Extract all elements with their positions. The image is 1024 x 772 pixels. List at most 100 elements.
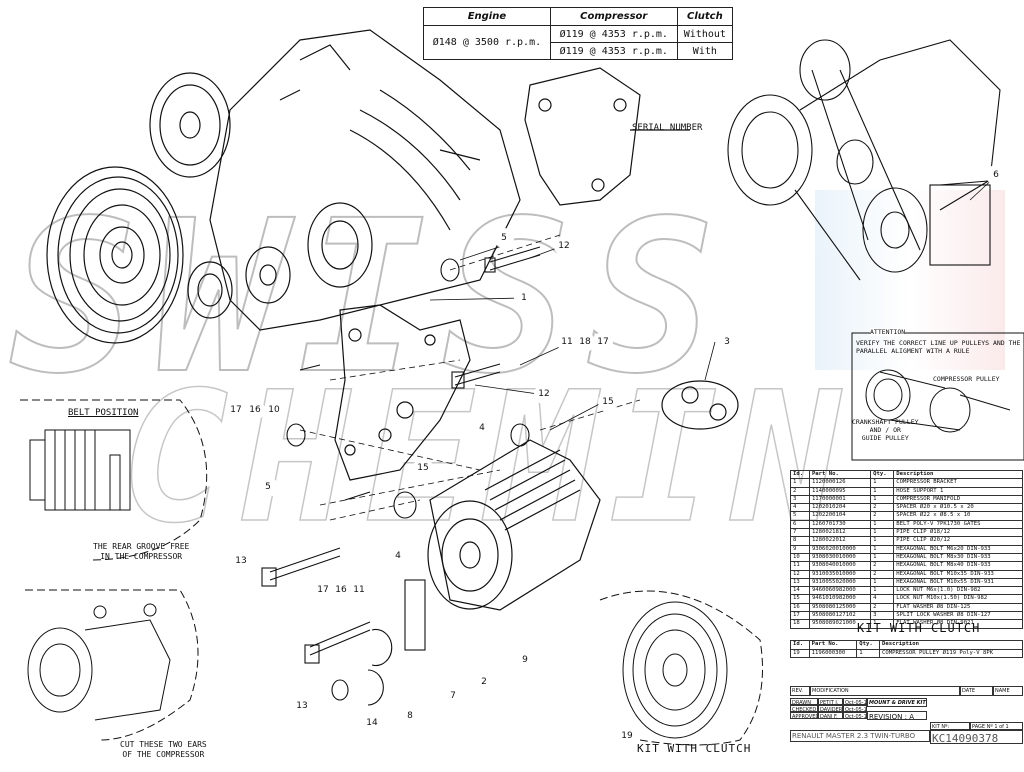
cell-id: 7 xyxy=(790,528,810,538)
engine-assembly xyxy=(149,29,521,331)
col-part-no: Part No. xyxy=(808,469,872,480)
cell-qty: 1 xyxy=(870,486,895,496)
revision-label: REVISION : A xyxy=(867,711,927,720)
header-engine: Engine xyxy=(423,7,551,26)
cell-qty: 1 xyxy=(870,577,895,588)
company-name: MOUNT & DRIVE KITS xyxy=(867,698,927,707)
cell-description: COMPRESSOR BRACKET xyxy=(893,478,1023,488)
col-qty: Qty. xyxy=(870,469,895,480)
attention-text: VERIFY THE CORRECT LINE UP PULLEYS AND T… xyxy=(856,339,1021,355)
attention-title: ATTENTION xyxy=(870,328,906,336)
cell-qty: 2 xyxy=(870,569,895,579)
cell-part-no: 9308030010000 xyxy=(808,552,872,563)
callout-4: 4 xyxy=(388,546,408,566)
cell-id: 9 xyxy=(790,544,810,554)
callout-12: 12 xyxy=(554,236,574,256)
cell-id: 16 xyxy=(790,602,810,613)
cell-description: HEXAGONAL BOLT M8x30 DIN-933 xyxy=(893,552,1023,563)
cell-id: 14 xyxy=(790,586,810,596)
callout-12: 12 xyxy=(534,384,554,404)
date-header: DATE xyxy=(960,686,993,696)
name-header: NAME xyxy=(993,686,1023,696)
callout-8: 8 xyxy=(400,706,420,726)
cell-description: HEXAGONAL BOLT M8x40 DIN-933 xyxy=(893,561,1023,571)
col-qty: Qty. xyxy=(856,640,880,650)
compressor-speed: Ø119 @ 4353 r.p.m. xyxy=(549,25,678,43)
cell-qty: 1 xyxy=(870,536,895,546)
callout-14: 14 xyxy=(362,713,382,733)
cell-qty: 1 xyxy=(870,619,895,629)
checked-by: DAVIDER F. xyxy=(818,705,843,712)
callout-6: 6 xyxy=(986,165,1006,185)
cell-description: PIPE CLIP Ø18/12 xyxy=(893,528,1023,538)
kit-table-header: Id. Part No. Qty. Description xyxy=(790,640,1024,650)
kit-number: KC14090378 xyxy=(930,730,1023,744)
cell-part-no: 9306020010000 xyxy=(808,544,872,554)
cell-qty: 1 xyxy=(870,494,895,505)
cell-qty: 1 xyxy=(870,519,895,530)
cell-qty: 1 xyxy=(870,552,895,563)
cell-description: FLAT WASHER Ø8 DIN-125 xyxy=(893,602,1023,613)
cell-description: HEXAGONAL BOLT M10x55 DIN-931 xyxy=(893,577,1023,588)
crankshaft-pulley xyxy=(46,166,184,344)
cell-id: 10 xyxy=(790,552,810,563)
cell-part-no: 1280022012 xyxy=(808,536,872,546)
cell-id: 12 xyxy=(790,569,810,579)
rear-groove-note: THE REAR GROOVE FREE IN THE COMPRESSOR xyxy=(93,542,190,561)
cell-id: 4 xyxy=(790,503,810,513)
callout-17: 17 xyxy=(313,580,333,600)
speed-table-row: Ø148 @ 3500 r.p.m. Ø119 @ 4353 r.p.m. Wi… xyxy=(423,25,734,60)
cell-id: 8 xyxy=(790,536,810,546)
attention-detail xyxy=(851,332,1024,461)
callout-17: 17 xyxy=(226,400,246,420)
cell-qty: 2 xyxy=(870,561,895,571)
crankshaft-pulley-label: CRANKSHAFT PULLEY AND / OR GUIDE PULLEY xyxy=(852,418,919,442)
callout-11: 11 xyxy=(349,580,369,600)
callout-11: 11 xyxy=(557,332,577,352)
belt-position-detail xyxy=(20,399,208,561)
approved-by: DANI F. xyxy=(818,712,843,719)
callout-19: 19 xyxy=(617,726,637,746)
cell-id: 15 xyxy=(790,594,810,604)
cell-part-no: 1202010204 xyxy=(808,503,872,513)
compressor-bracket xyxy=(334,304,471,481)
callout-16: 16 xyxy=(245,400,265,420)
cell-id: 13 xyxy=(790,577,810,588)
clutch-pulley-detail xyxy=(599,590,763,746)
fasteners xyxy=(261,246,541,706)
speed-table-header: Engine Compressor Clutch xyxy=(423,7,734,26)
cell-part-no: 1202200104 xyxy=(808,511,872,521)
callout-1: 1 xyxy=(514,288,534,308)
cell-id: 18 xyxy=(790,619,810,629)
callout-4: 4 xyxy=(472,418,492,438)
cell-part-no: 1140000095 xyxy=(808,486,872,496)
cell-description: LOCK NUT M10x(1.50) DIN-982 xyxy=(893,594,1023,604)
cell-qty: 1 xyxy=(870,586,895,596)
cell-qty: 1 xyxy=(870,478,895,488)
cell-part-no: 9461010982000 xyxy=(808,594,872,604)
cut-ears-note: CUT THESE TWO EARS OF THE COMPRESSOR xyxy=(120,740,207,759)
cell-part-no: 9508080127102 xyxy=(808,611,872,621)
rev-header: REV. xyxy=(790,686,810,696)
cell-description: SPACER Ø22 x Ø8.5 x 10 xyxy=(893,511,1023,521)
callout-13: 13 xyxy=(292,696,312,716)
col-description: Description xyxy=(878,640,1024,650)
cell-part-no: 1260701730 xyxy=(808,519,872,530)
cell-part-no: 9308040010000 xyxy=(808,561,872,571)
cell-id: 11 xyxy=(790,561,810,571)
compressor xyxy=(427,439,601,611)
cell-qty: 2 xyxy=(870,511,895,521)
engine-speed: Ø148 @ 3500 r.p.m. xyxy=(423,25,551,60)
cell-description: LOCK NUT M6x(1.0) DIN-982 xyxy=(893,586,1023,596)
kit-with-clutch-title: KIT WITH CLUTCH xyxy=(857,621,981,635)
